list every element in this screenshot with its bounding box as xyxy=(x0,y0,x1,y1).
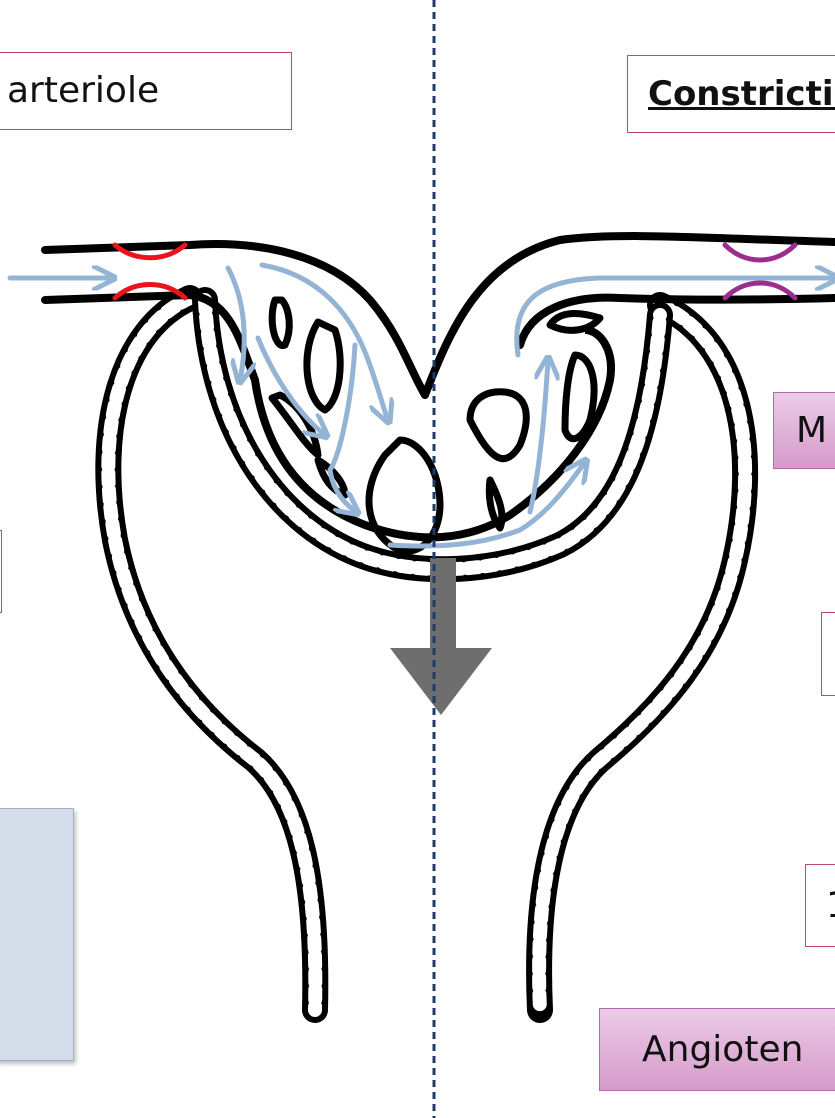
blood-flow-arrows xyxy=(10,265,835,546)
label-mesangial-text: M xyxy=(796,413,827,449)
filtration-arrow xyxy=(390,558,492,715)
label-left-partial-box xyxy=(0,530,2,613)
label-mesangial-box: M xyxy=(773,392,835,469)
label-afferent-arteriole-text: arteriole xyxy=(7,73,159,109)
label-angiotensin-text: Angioten xyxy=(642,1032,803,1068)
label-right-partial-box xyxy=(821,612,835,696)
label-afferent-arteriole: arteriole xyxy=(0,52,292,130)
label-right-lower-box: 1 xyxy=(805,864,835,947)
label-angiotensin-box: Angioten xyxy=(599,1008,835,1091)
info-panel xyxy=(0,808,74,1061)
afferent-constriction-marker xyxy=(115,245,185,298)
afferent-arteriole xyxy=(45,244,425,395)
label-right-lower-text: 1 xyxy=(826,888,835,924)
label-constriction: Constrictio xyxy=(627,55,835,133)
efferent-constriction-marker xyxy=(725,245,795,298)
label-constriction-text: Constrictio xyxy=(648,77,835,111)
